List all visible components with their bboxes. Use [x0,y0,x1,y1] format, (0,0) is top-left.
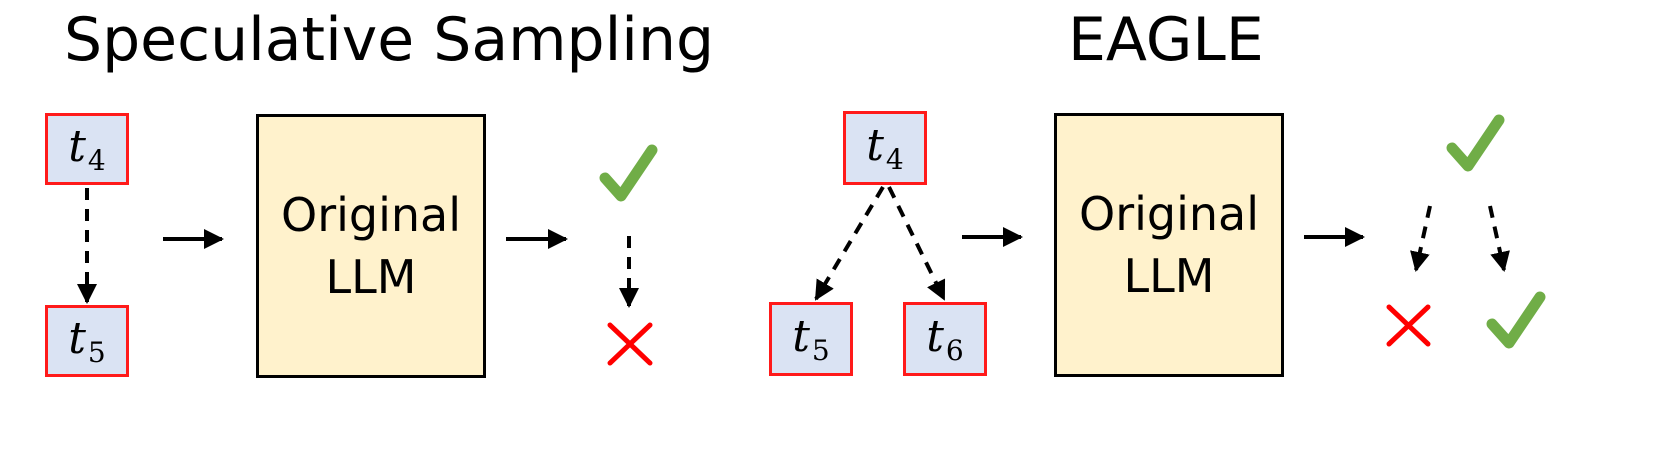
right-check-icon-bottom [1486,291,1546,349]
right-token-t4-base: t [866,119,884,171]
left-token-t4-base: t [68,120,86,172]
right-token-t4-sub: 4 [885,142,904,176]
right-cross-icon [1386,304,1431,347]
left-token-t5-sub: 5 [87,335,106,369]
right-original-llm-box: Original LLM [1054,113,1284,377]
left-token-t4-sub: 4 [87,143,106,177]
right-check-icon-top [1446,114,1505,172]
right-token-t6-sub: 6 [945,333,964,367]
speculative-sampling-title: Speculative Sampling [64,5,715,75]
left-llm-line2: LLM [325,250,417,304]
right-verify-arrow-right-dashed [1488,205,1510,272]
right-token-t5-base: t [792,310,810,362]
right-verify-arrow-left-dashed [1410,205,1432,272]
left-token-t5-base: t [68,312,86,364]
left-llm-line1: Original [280,187,461,242]
right-token-t5-sub: 5 [811,333,830,367]
right-token-t6-base: t [926,310,944,362]
left-original-llm-box: Original LLM [256,114,486,378]
right-llm-line1: Original [1078,186,1259,241]
right-llm-line2: LLM [1123,249,1215,303]
right-draft-arrow-left-dashed [814,185,885,301]
right-draft-arrow-right-dashed [887,186,946,301]
left-cross-icon [607,322,653,366]
eagle-title: EAGLE [1068,5,1264,75]
left-check-icon [599,144,658,202]
